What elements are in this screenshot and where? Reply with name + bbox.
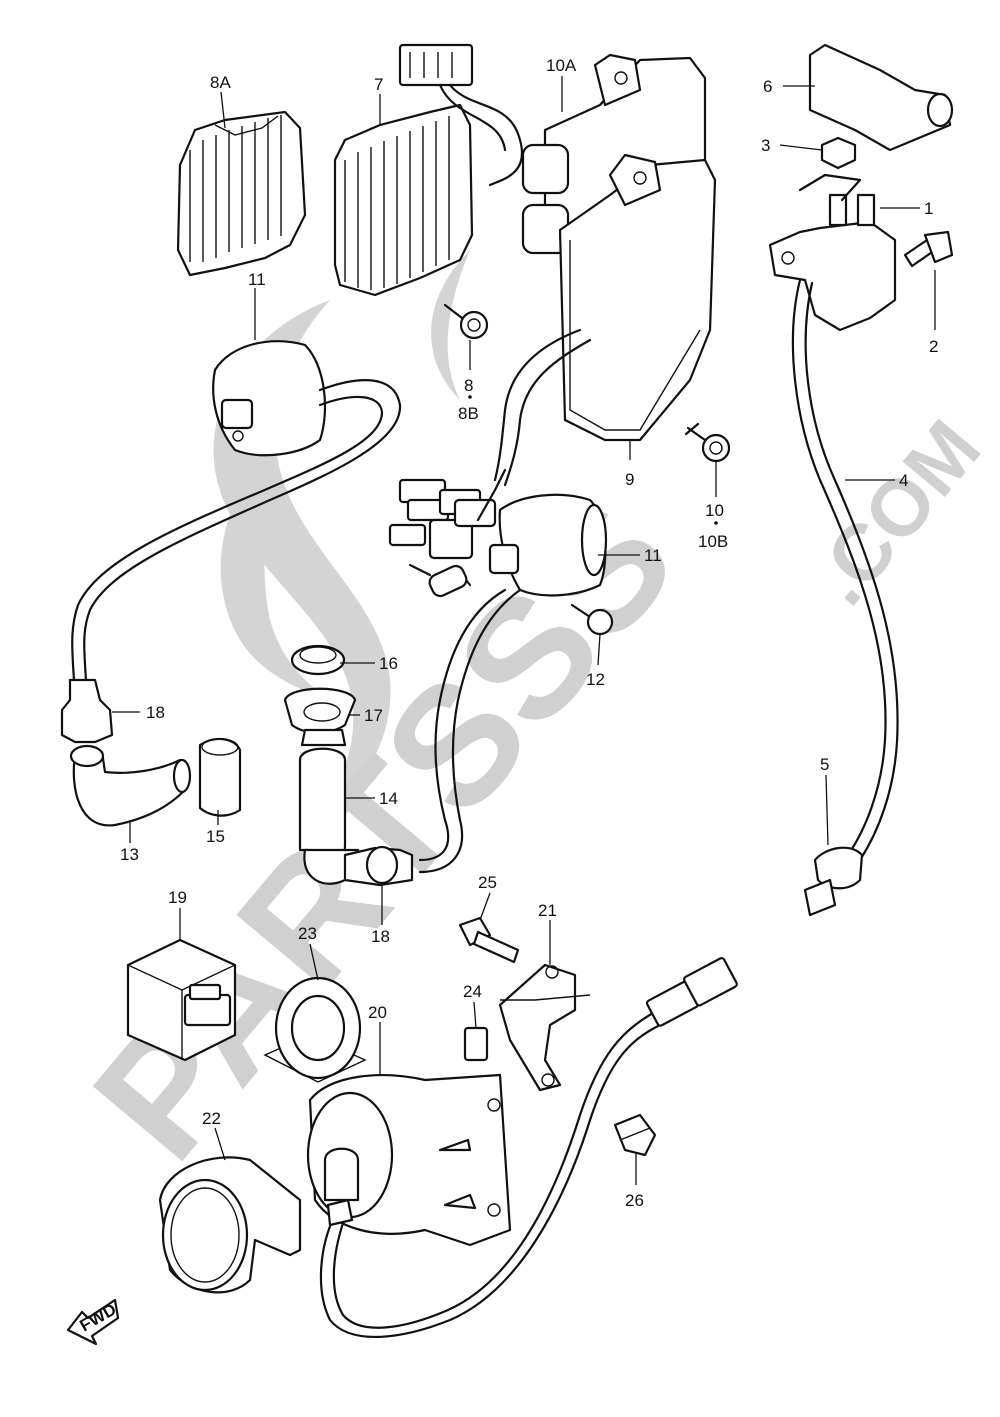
part-21-bracket [498,963,591,1092]
part-10-screw [684,422,731,463]
callout-18-left: 18 [146,703,165,722]
part-11-coil-right [418,493,608,874]
callout-5: 5 [820,755,829,774]
harness-connectors [388,468,507,598]
part-16-grommet [290,644,346,676]
part-5-terminal [803,846,864,917]
callout-9: 9 [625,470,634,489]
callout-10a: 10A [546,56,577,75]
callout-20: 20 [368,1003,387,1022]
part-25-bolt [458,916,520,964]
fwd-marker: FWD [66,1298,120,1346]
callout-8b: 8B [458,404,479,423]
part-2-bolt [903,230,954,268]
part-23-gasket [263,976,367,1083]
part-11-coil-left [71,340,402,682]
callout-21: 21 [538,901,557,920]
part-3-nut [820,136,857,170]
callout-8: 8 [464,376,473,395]
part-4-cable [791,278,899,862]
callout-18-center: 18 [371,927,390,946]
callout-14: 14 [379,789,398,808]
callout-12: 12 [586,670,605,689]
part-24-clip [463,1026,489,1062]
callout-15: 15 [206,827,225,846]
callout-3: 3 [761,136,770,155]
callout-11-right: 11 [644,546,662,565]
part-9-igniter [493,153,717,487]
part-17-cap [283,687,357,747]
part-22-cover [158,1156,302,1294]
part-7-rectifier [333,43,524,297]
callout-22: 22 [202,1109,221,1128]
part-18-boot-center [343,845,414,887]
callout-19: 19 [168,888,187,907]
callout-16: 16 [379,654,398,673]
part-8a-regulator [176,110,307,277]
watermark-suffix: .COM [795,404,997,621]
horn-wire [319,957,738,1338]
callout-10: 10 [705,501,724,520]
callout-13: 13 [120,845,139,864]
part-10a-igniter [521,53,707,255]
leader-lines [112,76,936,1185]
callout-17: 17 [364,706,383,725]
callout-26: 26 [625,1191,644,1210]
callout-10-dot [714,521,718,525]
callout-6: 6 [763,77,772,96]
callout-1: 1 [924,199,933,218]
part-6-cover [808,43,954,152]
part-19-relay [126,938,237,1062]
callout-11-left: 11 [248,270,266,289]
callout-8a: 8A [210,73,231,92]
part-13-plug-cap [69,744,192,827]
callout-2: 2 [929,337,938,356]
part-8-screw [443,303,489,340]
callout-10b: 10B [698,532,728,551]
part-12-screw [570,603,614,636]
part-26-clamp [613,1113,657,1157]
callout-8-dot [468,395,472,399]
part-18-boot-left [60,678,114,744]
callout-23: 23 [298,924,317,943]
part-15-sleeve [198,737,242,817]
part-1-starter-relay [768,173,897,332]
callout-24: 24 [463,982,482,1001]
callout-labels: 8A 7 10A 6 3 1 2 4 5 11 8 8B 9 10 10B 11… [120,56,938,1210]
callout-4: 4 [899,471,908,490]
callout-25: 25 [478,873,497,892]
part-20-horn [306,1073,512,1247]
callout-7: 7 [374,75,383,94]
